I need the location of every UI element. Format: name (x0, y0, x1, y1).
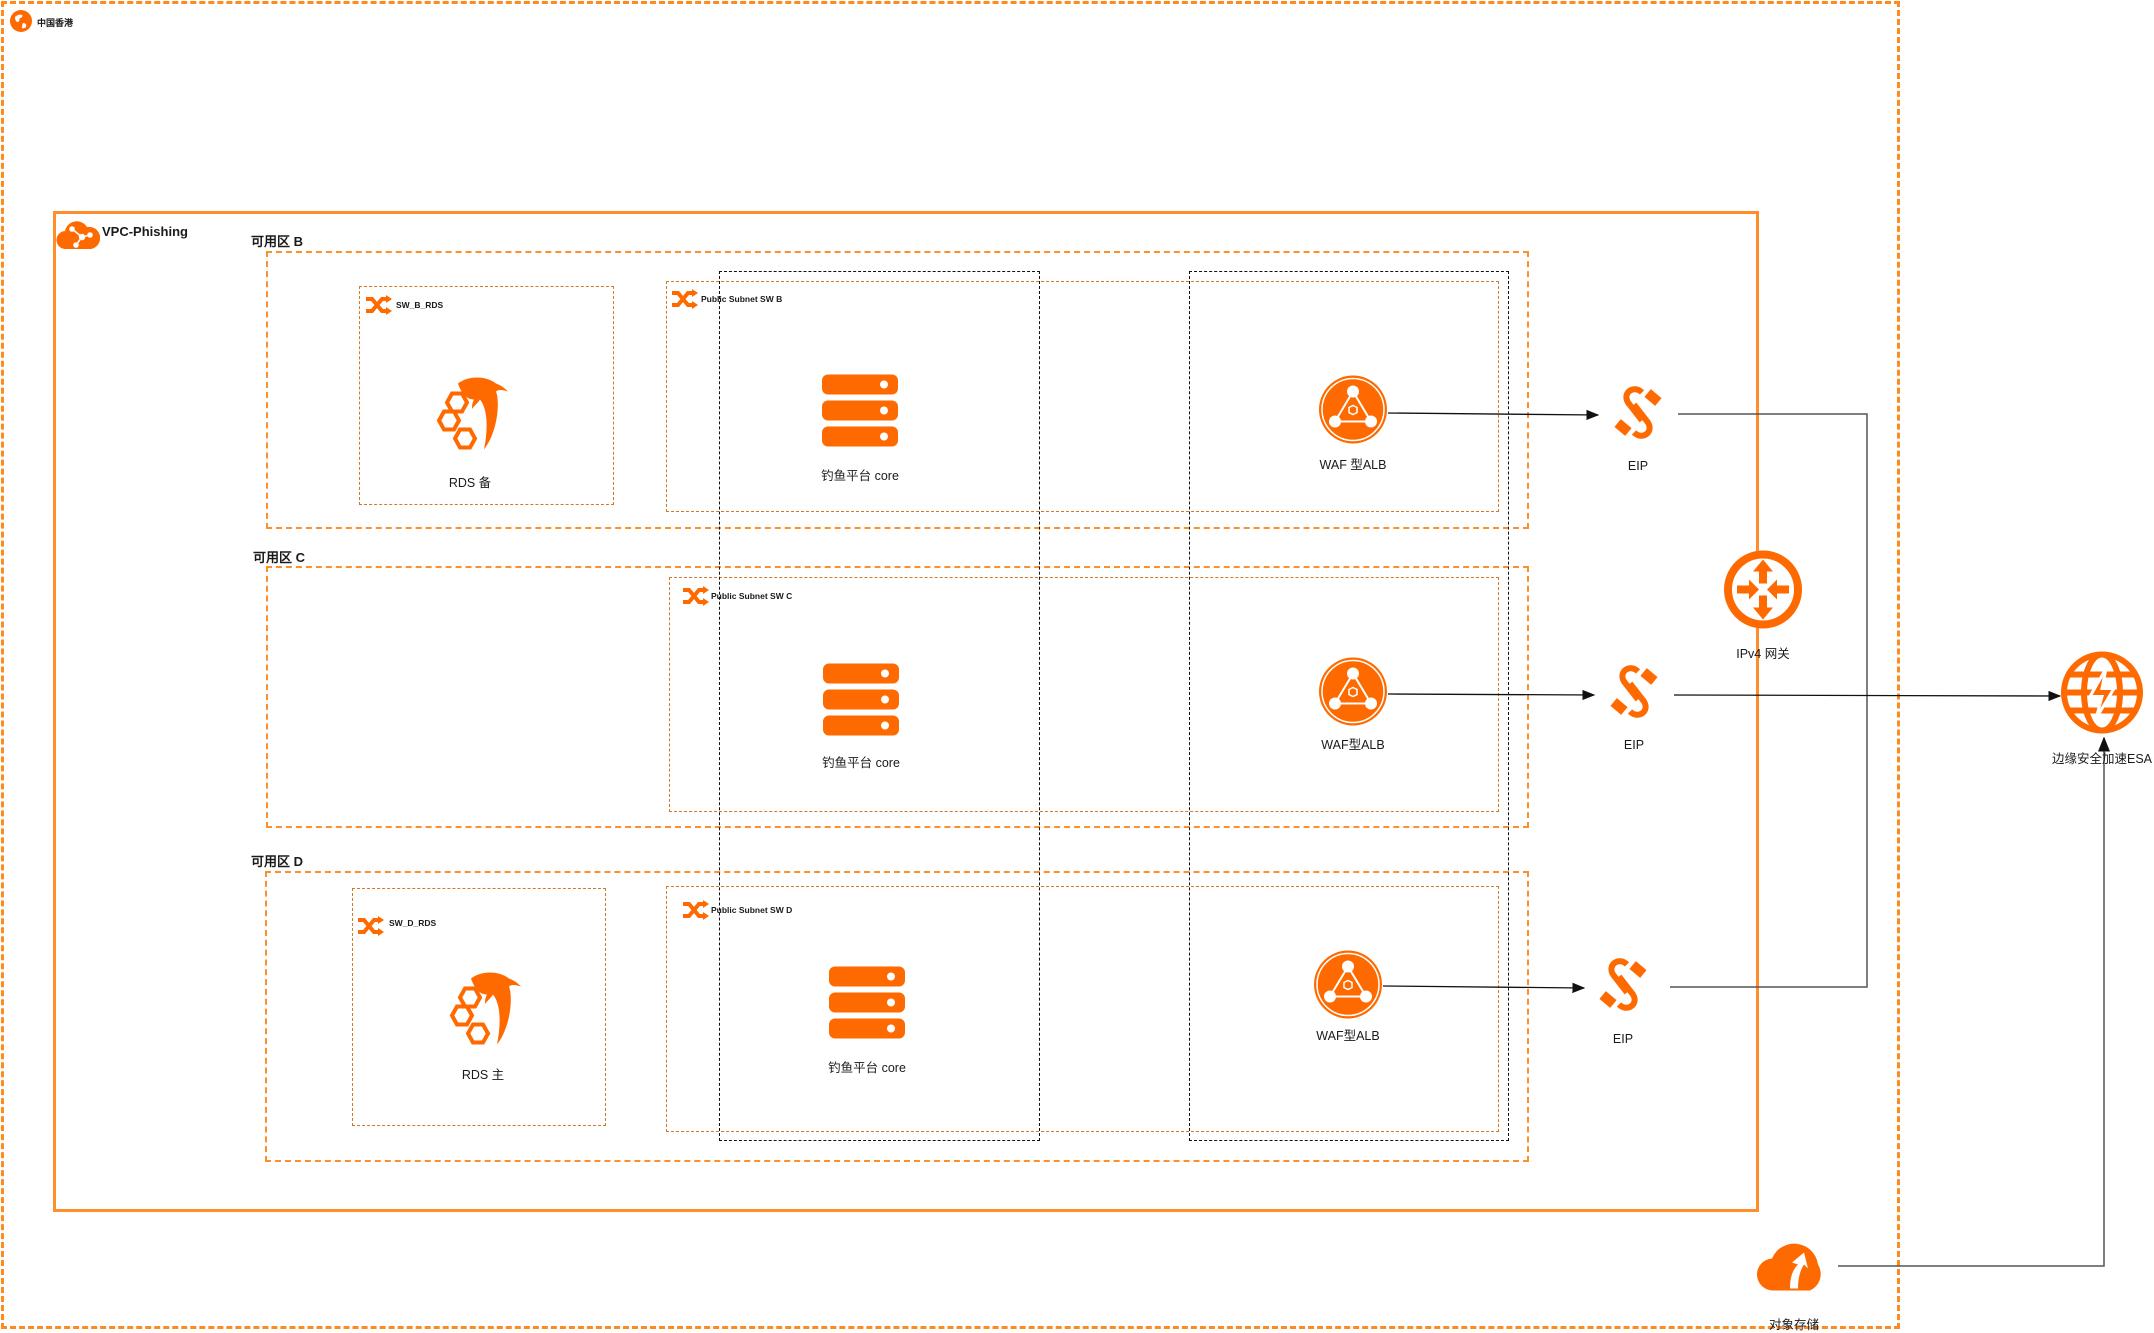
core-c-label: 钓鱼平台 core (822, 756, 900, 770)
vswitch-icon (356, 916, 384, 941)
rds-primary-label: RDS 主 (461, 1068, 505, 1082)
esa-globe-icon[interactable] (2060, 651, 2144, 740)
subnet-label: Public Subnet SW B (701, 294, 783, 304)
eip-c-label: EIP (1623, 738, 1645, 752)
rds-standby-label: RDS 备 (448, 476, 492, 490)
zone-b-label: 可用区 B (251, 234, 304, 249)
subnet-public-d (666, 886, 1499, 1132)
vswitch-icon (364, 295, 392, 320)
subnet-label: SW_B_RDS (396, 300, 444, 310)
zone-c-label: 可用区 C (253, 550, 306, 565)
core-d-label: 钓鱼平台 core (828, 1061, 906, 1075)
subnet-label: Public Subnet SW C (711, 591, 793, 601)
subnet-label: SW_D_RDS (389, 918, 437, 928)
vswitch-icon (670, 289, 698, 314)
server-icon[interactable] (821, 662, 901, 741)
object-storage-icon[interactable] (1756, 1233, 1832, 1298)
eip-icon[interactable] (1606, 381, 1670, 450)
vswitch-icon (681, 586, 709, 611)
eip-b-label: EIP (1627, 459, 1649, 473)
region-label: 中国香港 (37, 18, 74, 28)
zone-c-container (266, 566, 1529, 828)
ipv4-gateway-icon[interactable] (1723, 550, 1803, 635)
group-waf-albs (1189, 271, 1509, 1141)
eip-icon[interactable] (1591, 953, 1655, 1022)
waf-b-label: WAF 型ALB (1319, 458, 1387, 472)
zone-b-container (266, 251, 1529, 529)
ipv4-gateway-label: IPv4 网关 (1736, 647, 1790, 661)
core-b-label: 钓鱼平台 core (821, 469, 899, 483)
rds-standby-icon[interactable] (428, 372, 510, 459)
rds-primary-icon[interactable] (441, 967, 523, 1054)
subnet-sw-b-rds (359, 286, 614, 505)
group-core-servers (719, 271, 1040, 1141)
vpc-cloud-icon (56, 219, 101, 256)
object-storage-label: 对象存储 (1768, 1318, 1820, 1332)
esa-label: 边缘安全加速ESA (2051, 752, 2153, 766)
subnet-sw-d-rds (352, 888, 606, 1126)
subnet-public-b (666, 281, 1499, 512)
alb-icon[interactable] (1312, 949, 1384, 1026)
server-icon[interactable] (820, 373, 900, 452)
waf-c-label: WAF型ALB (1321, 738, 1385, 752)
zone-d-label: 可用区 D (251, 854, 304, 869)
alb-icon[interactable] (1317, 656, 1389, 733)
waf-d-label: WAF型ALB (1316, 1029, 1380, 1043)
server-icon[interactable] (827, 965, 907, 1044)
subnet-label: Public Subnet SW D (711, 905, 793, 915)
eip-icon[interactable] (1602, 660, 1666, 729)
zone-d-container (265, 871, 1529, 1162)
vpc-label: VPC-Phishing (102, 224, 188, 239)
eip-d-label: EIP (1612, 1032, 1634, 1046)
vswitch-icon (681, 900, 709, 925)
region-container (1, 1, 1900, 1329)
alb-icon[interactable] (1317, 374, 1389, 451)
globe-icon (9, 9, 33, 38)
